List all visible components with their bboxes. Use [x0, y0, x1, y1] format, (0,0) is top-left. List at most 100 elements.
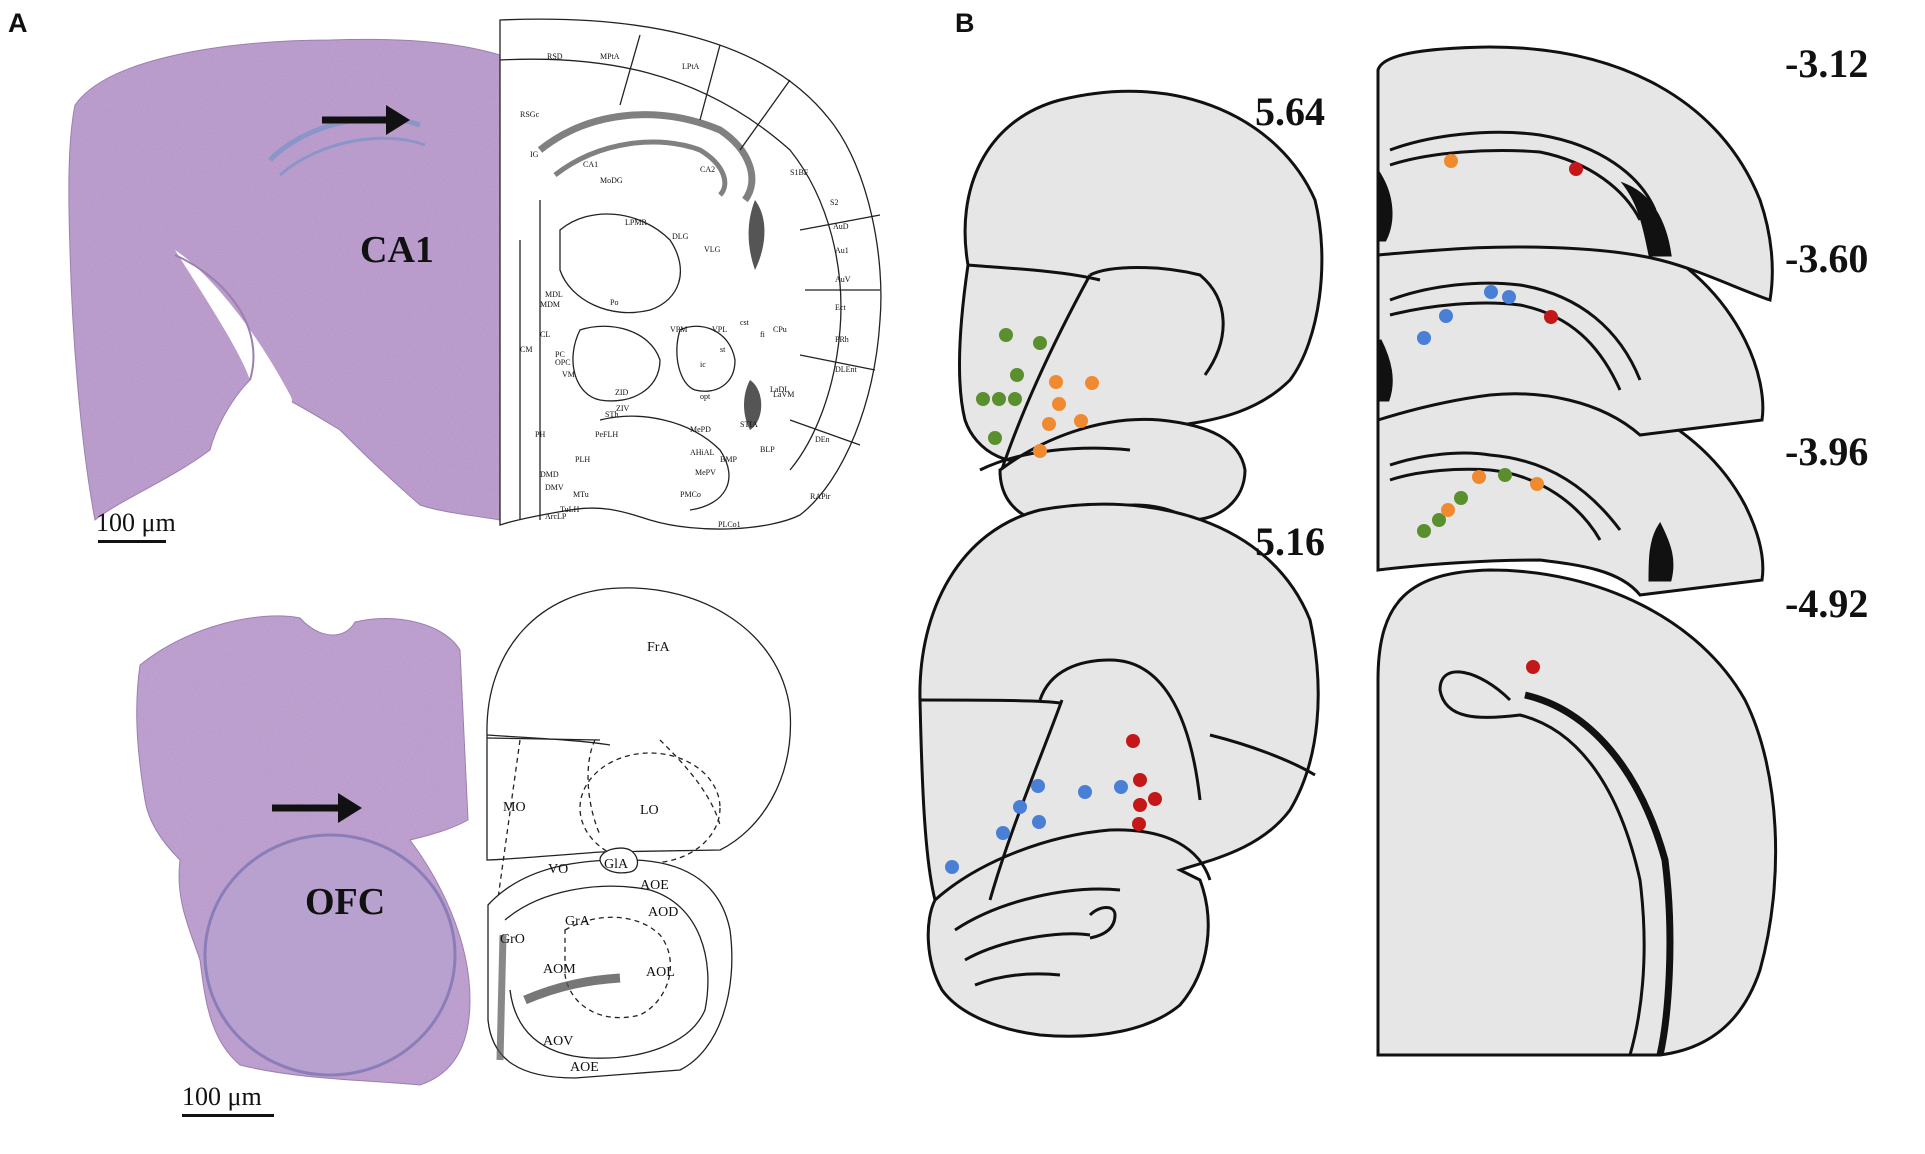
recording-site-blue — [1502, 290, 1516, 304]
atlas-label: CL — [540, 330, 551, 339]
atlas-label: DLG — [672, 232, 689, 241]
atlas-label: STh — [605, 410, 619, 419]
atlas-label: OPC — [555, 358, 571, 367]
atlas-label: IG — [530, 150, 539, 159]
atlas-label: Au1 — [835, 246, 849, 255]
atlas-label: MePD — [690, 425, 711, 434]
recording-site-green — [1033, 336, 1047, 350]
recording-site-orange — [1085, 376, 1099, 390]
atlas-label: PMCo — [680, 490, 701, 499]
recording-site-red — [1126, 734, 1140, 748]
scale-bar-label-bottom: 100 μm — [182, 1082, 262, 1111]
atlas-label: MTu — [573, 490, 589, 499]
atlas-label: ZID — [615, 388, 629, 397]
atlas-label: BLP — [760, 445, 775, 454]
atlas-label: cst — [740, 318, 749, 327]
level-label-5-16: 5.16 — [1255, 519, 1325, 564]
atlas-label: LaVM — [773, 390, 795, 399]
recording-site-red — [1132, 817, 1146, 831]
level-label-5-64: 5.64 — [1255, 89, 1325, 134]
ofc-section-5-16 — [918, 502, 1320, 1038]
atlas-label: AOD — [648, 905, 679, 920]
atlas-label: VLG — [704, 245, 721, 254]
recording-site-orange — [1049, 375, 1063, 389]
atlas-label: RAPir — [810, 492, 831, 501]
level-label-3-60: -3.60 — [1785, 236, 1869, 281]
recording-site-green — [1432, 513, 1446, 527]
recording-site-green — [1498, 468, 1512, 482]
atlas-label: AOV — [543, 1034, 574, 1049]
recording-site-blue — [1114, 780, 1128, 794]
recording-site-blue — [1013, 800, 1027, 814]
atlas-label: STIA — [740, 420, 758, 429]
atlas-label: CA2 — [700, 165, 716, 174]
atlas-label: DMD — [540, 470, 559, 479]
recording-sites — [945, 154, 1583, 874]
recording-site-orange — [1472, 470, 1486, 484]
atlas-label: AOM — [543, 962, 576, 977]
atlas-label: GrO — [500, 932, 525, 947]
panel-b-letter: B — [955, 8, 975, 38]
atlas-label: MoDG — [600, 176, 623, 185]
atlas-label: ArcLP — [545, 512, 567, 521]
atlas-label: CPu — [773, 325, 787, 334]
atlas-label: BMP — [720, 455, 737, 464]
arrow-icon — [272, 793, 362, 823]
atlas-label: PH — [535, 430, 546, 439]
atlas-label: TuLH — [560, 505, 580, 514]
recording-site-green — [1010, 368, 1024, 382]
atlas-label: PRh — [835, 335, 849, 344]
atlas-label: AuV — [835, 275, 851, 284]
level-label-3-96: -3.96 — [1785, 429, 1869, 474]
recording-site-blue — [1439, 309, 1453, 323]
atlas-label: MePV — [695, 468, 716, 477]
atlas-label: MDM — [540, 300, 561, 309]
atlas-label: CA1 — [583, 160, 599, 169]
atlas-label: CM — [520, 345, 533, 354]
scale-bar-bottom — [182, 1114, 274, 1117]
atlas-label: PLH — [575, 455, 591, 464]
level-label-3-12: -3.12 — [1785, 41, 1869, 86]
atlas-label: RSGc — [520, 110, 540, 119]
recording-site-blue — [1032, 815, 1046, 829]
atlas-label: MPtA — [600, 52, 620, 61]
recording-site-green — [1417, 524, 1431, 538]
hippocampus-section-4-92 — [1376, 568, 1778, 1057]
atlas-label: AuD — [833, 222, 849, 231]
recording-site-orange — [1033, 444, 1047, 458]
arrow-icon — [322, 105, 410, 135]
atlas-label: VO — [548, 862, 569, 877]
atlas-label: VPL — [712, 325, 728, 334]
recording-site-green — [976, 392, 990, 406]
atlas-label: MDL — [545, 290, 563, 299]
atlas-label: DLEnt — [835, 365, 857, 374]
recording-site-orange — [1444, 154, 1458, 168]
atlas-label: AOL — [646, 965, 675, 980]
atlas-label: PC — [555, 350, 565, 359]
scale-bar-label-top: 100 μm — [96, 508, 176, 537]
atlas-label: opt — [700, 392, 711, 401]
atlas-label: ic — [700, 360, 706, 369]
recording-site-red — [1133, 798, 1147, 812]
recording-site-blue — [945, 860, 959, 874]
recording-site-orange — [1074, 414, 1088, 428]
recording-site-blue — [996, 826, 1010, 840]
histology-ofc-section — [136, 615, 471, 1086]
region-label-ofc: OFC — [305, 881, 386, 923]
atlas-label: AHiAL — [690, 448, 715, 457]
atlas-label: PeFLH — [595, 430, 619, 439]
region-label-ca1: CA1 — [360, 229, 434, 271]
recording-site-green — [992, 392, 1006, 406]
recording-site-red — [1526, 660, 1540, 674]
atlas-label: Po — [610, 298, 619, 307]
scale-bar-top — [98, 540, 166, 543]
atlas-label: Ect — [835, 303, 846, 312]
atlas-label: DEn — [815, 435, 830, 444]
atlas-label: LPMR — [625, 218, 647, 227]
atlas-ofc-diagram — [486, 587, 792, 1079]
atlas-label: GrA — [565, 914, 590, 929]
histology-ca1-section — [68, 38, 501, 521]
atlas-label: GlA — [604, 857, 629, 872]
recording-site-red — [1133, 773, 1147, 787]
